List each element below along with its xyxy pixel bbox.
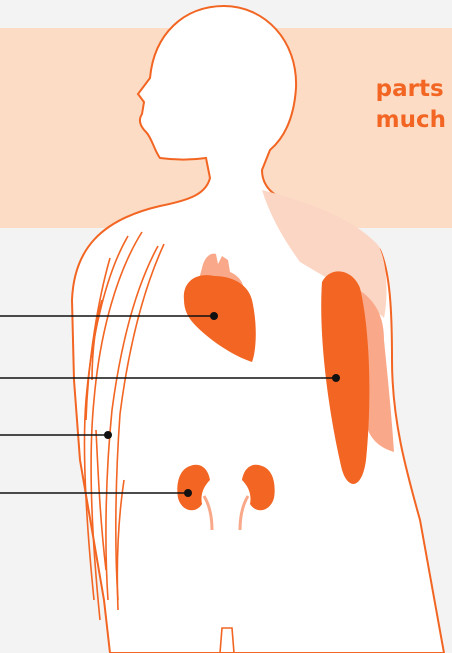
caption-text: parts much <box>376 74 446 136</box>
leader-dot-vessels <box>104 431 112 439</box>
leader-dot-muscle <box>332 374 340 382</box>
leader-dot-kidneys <box>184 489 192 497</box>
caption-line-1: parts <box>376 76 444 102</box>
leader-dot-heart <box>210 312 218 320</box>
caption-line-2: much <box>376 107 446 133</box>
